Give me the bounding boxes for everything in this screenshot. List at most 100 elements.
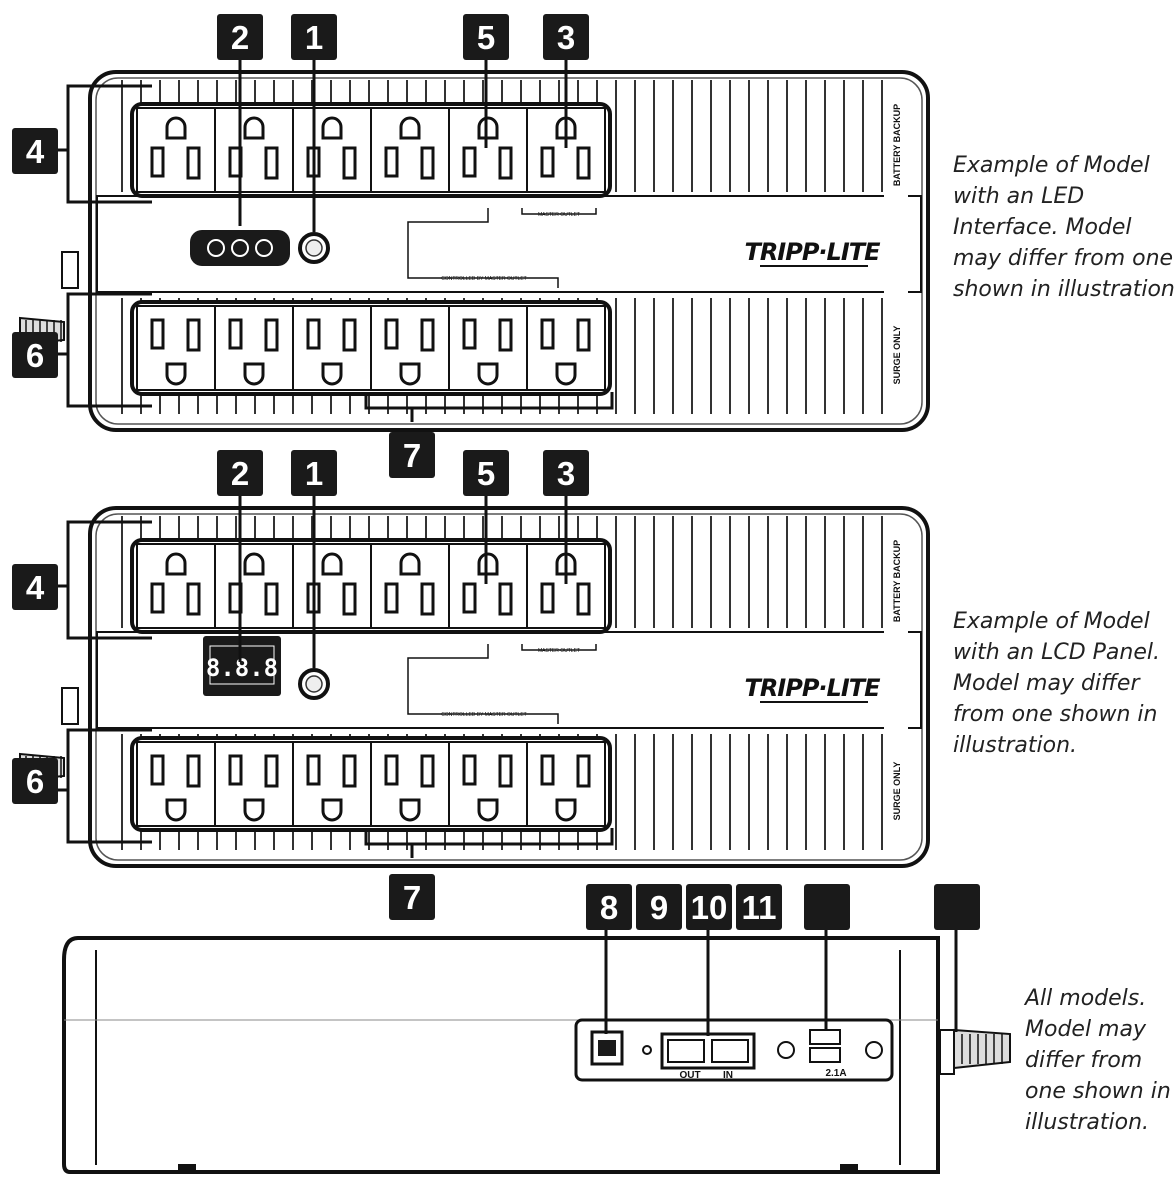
outlet [370, 107, 450, 193]
ups-led-model: BATTERY BACKUP SURGE ONLY MASTER OUTLET CON… [19, 70, 930, 432]
surge-only-label: SURGE ONLY [892, 762, 902, 821]
callout-4-lcd: 4 [12, 564, 58, 610]
net-in-port [711, 1039, 749, 1063]
svg-text:3: 3 [557, 455, 575, 492]
callout-3-lcd: 3 [543, 450, 589, 496]
battery-backup-label: BATTERY BACKUP [892, 540, 902, 622]
power-switch-side [61, 687, 79, 725]
rear-power-cord [953, 1028, 1011, 1070]
master-outlet-label: MASTER OUTLET [538, 212, 580, 218]
bracket-controlled [364, 392, 614, 410]
tripp-lite-logo: TRIPP·LITE [744, 238, 881, 266]
svg-text:2: 2 [231, 455, 249, 492]
surge-only-label: SURGE ONLY [892, 326, 902, 385]
screw-right [865, 1041, 883, 1059]
outlet [370, 305, 450, 391]
callout-6: 6 [12, 332, 58, 378]
callout-6-lcd: 6 [12, 758, 58, 804]
callout-5: 5 [463, 14, 509, 60]
led-interface [190, 230, 290, 266]
svg-text:8: 8 [600, 889, 618, 926]
outlet [526, 741, 606, 827]
bracket-controlled [364, 828, 614, 846]
usb-charge-port-2 [809, 1047, 841, 1063]
usb-charge-port-1 [809, 1029, 841, 1045]
svg-text:1: 1 [305, 455, 323, 492]
outlet [448, 107, 528, 193]
callout-4: 4 [12, 128, 58, 174]
screw-left [777, 1041, 795, 1059]
controlled-outlet-label: CONTROLLED BY MASTER OUTLET [441, 276, 526, 282]
svg-text:7: 7 [403, 879, 421, 916]
outlet [136, 543, 216, 629]
lcd-readout: 8.8.8 [206, 654, 278, 682]
outlet [136, 305, 216, 391]
tripp-lite-logo: TRIPP·LITE [744, 674, 881, 702]
svg-text:4: 4 [26, 569, 45, 606]
svg-text:2: 2 [231, 19, 249, 56]
outlet [370, 543, 450, 629]
svg-text:6: 6 [26, 337, 44, 374]
ups-rear-view: OUT IN 2.1A [62, 936, 1011, 1174]
rear-body [62, 936, 940, 1174]
callout-3: 3 [543, 14, 589, 60]
bracket-surge [66, 292, 152, 408]
svg-text:9: 9 [650, 889, 668, 926]
svg-text:10: 10 [691, 889, 728, 926]
outlet [214, 741, 294, 827]
outlet [526, 107, 606, 193]
callout-1-lcd: 1 [291, 450, 337, 496]
svg-text:3: 3 [557, 19, 575, 56]
ups-lcd-model: BATTERY BACKUP SURGE ONLY MASTER OUTLET CON… [19, 506, 930, 868]
outlet [292, 107, 372, 193]
outlet [370, 741, 450, 827]
outlet [136, 741, 216, 827]
in-label: IN [723, 1070, 733, 1081]
callout-5-lcd: 5 [463, 450, 509, 496]
svg-text:11: 11 [742, 889, 777, 926]
bracket-surge [66, 728, 152, 844]
master-outlet-label: MASTER OUTLET [538, 648, 580, 654]
svg-text:5: 5 [477, 19, 495, 56]
callout-7-lcd: 7 [389, 874, 435, 920]
outlet [526, 305, 606, 391]
outlet [214, 107, 294, 193]
callout-9: 9 [636, 884, 682, 930]
outlet [448, 305, 528, 391]
callout-10: 10 [686, 884, 732, 930]
callout-11: 11 [736, 884, 782, 930]
callout-7: 7 [389, 432, 435, 478]
usb-rating-label: 2.1A [825, 1068, 846, 1079]
outlet [292, 305, 372, 391]
outlet [448, 543, 528, 629]
out-label: OUT [679, 1070, 700, 1081]
outlet [526, 543, 606, 629]
outlet [292, 543, 372, 629]
outlet [292, 741, 372, 827]
outlet [136, 107, 216, 193]
svg-text:1: 1 [305, 19, 323, 56]
lcd-panel: 8.8.8 [203, 636, 281, 696]
callout-blank-1 [804, 884, 850, 930]
foot-left [178, 1164, 196, 1172]
rear-leader-lines [604, 930, 958, 1036]
svg-text:5: 5 [477, 455, 495, 492]
bracket-battery [66, 520, 152, 640]
bracket-battery [66, 84, 152, 204]
svg-text:4: 4 [26, 133, 45, 170]
callout-2-lcd: 2 [217, 450, 263, 496]
battery-backup-label: BATTERY BACKUP [892, 104, 902, 186]
net-out-port [667, 1039, 705, 1063]
controlled-outlet-label: CONTROLLED BY MASTER OUTLET [441, 712, 526, 718]
svg-text:7: 7 [403, 437, 421, 474]
outlet [448, 741, 528, 827]
callout-blank-2 [934, 884, 980, 930]
outlet [214, 543, 294, 629]
outlet [214, 305, 294, 391]
svg-text:6: 6 [26, 763, 44, 800]
callout-8: 8 [586, 884, 632, 930]
